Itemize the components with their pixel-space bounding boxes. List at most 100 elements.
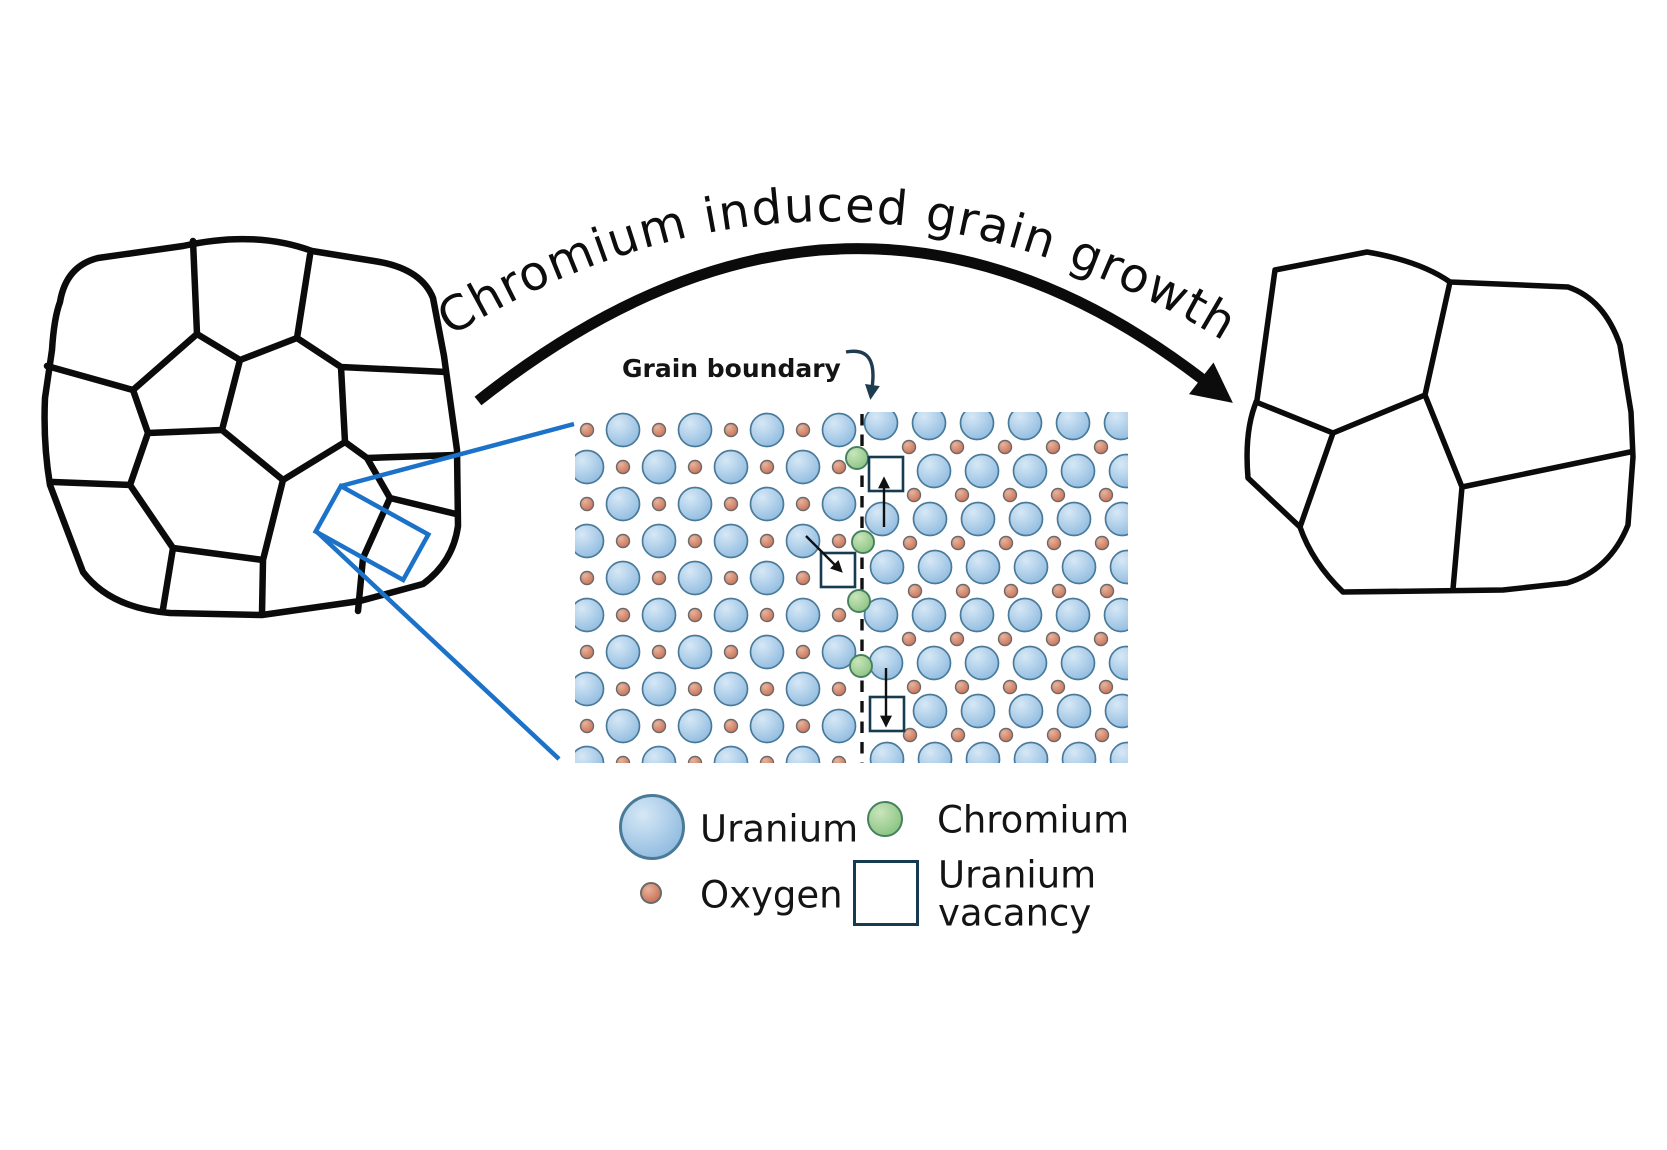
uranium-atom [749, 708, 785, 744]
oxygen-atom [759, 459, 775, 475]
uranium-atom [713, 745, 749, 763]
uranium-atom [1012, 645, 1048, 681]
oxygen-atom [1094, 535, 1110, 551]
uranium-atom [911, 412, 947, 441]
oxygen-atom [902, 535, 918, 551]
oxygen-atom [723, 644, 739, 660]
oxygen-atom [901, 439, 917, 455]
uranium-atom [575, 449, 605, 485]
oxygen-atom [1098, 487, 1114, 503]
uranium-atom [641, 523, 677, 559]
chromium-atom [849, 654, 873, 678]
oxygen-atom [579, 570, 595, 586]
uranium-atom [959, 412, 995, 441]
oxygen-atom [615, 533, 631, 549]
oxygen-legend-label: Oxygen [700, 873, 843, 917]
uranium-atom [535, 488, 568, 521]
uranium-atom [677, 708, 713, 744]
uranium-atom [1103, 412, 1128, 441]
uranium-atom [605, 412, 641, 448]
uranium-atom [869, 741, 905, 763]
small-grain-outline [41, 235, 462, 619]
uranium-atom [821, 708, 857, 744]
oxygen-atom [949, 439, 965, 455]
oxygen-atom [950, 727, 966, 743]
uranium-atom [535, 636, 568, 669]
uranium-atom [677, 486, 713, 522]
oxygen-atom [907, 583, 923, 599]
uranium-atom [1056, 693, 1092, 729]
uranium-atom [965, 549, 1001, 585]
oxygen-atom [545, 535, 558, 548]
uranium-atom [1055, 597, 1091, 633]
oxygen-atom [1046, 727, 1062, 743]
chromium-atoms [845, 446, 875, 678]
uranium-atom [749, 634, 785, 670]
uranium-atom [1061, 549, 1097, 585]
uranium-atom [864, 501, 900, 537]
uranium-atom [575, 597, 605, 633]
oxygen-atom [997, 631, 1013, 647]
chromium-atom [851, 530, 875, 554]
uranium-atom [1007, 597, 1043, 633]
uranium-atom [1055, 412, 1091, 441]
uranium-legend-swatch [619, 794, 685, 860]
uranium-atom [575, 671, 605, 707]
oxygen-atom [901, 631, 917, 647]
oxygen-legend-swatch [640, 882, 662, 904]
oxygen-atom [723, 496, 739, 512]
zoom-callout-lines [315, 421, 575, 761]
uranium-atom [821, 486, 857, 522]
uranium-atom [785, 671, 821, 707]
uranium-vacancy-legend-label: Uranium vacancy [938, 853, 1097, 934]
uranium-atom [1008, 693, 1044, 729]
oxygen-atom [759, 755, 775, 763]
oxygen-atom [1045, 631, 1061, 647]
oxygen-atom [1093, 439, 1109, 455]
uranium-atom [713, 597, 749, 633]
uranium-atom [1104, 693, 1128, 729]
uranium-atom [912, 693, 948, 729]
oxygen-atom [795, 644, 811, 660]
uranium-atom [821, 634, 857, 670]
oxygen-atom [795, 570, 811, 586]
oxygen-atom [687, 607, 703, 623]
large-grain-outline [1244, 249, 1636, 595]
uranium-atom [912, 501, 948, 537]
oxygen-atom [1050, 487, 1066, 503]
chromium-atom [845, 446, 869, 470]
uranium-atom [1109, 741, 1128, 763]
uranium-atom [677, 560, 713, 596]
oxygen-atom [545, 683, 558, 696]
chromium-atom [847, 589, 871, 613]
uranium-atom [677, 412, 713, 448]
uranium-atom [964, 453, 1000, 489]
oxygen-atom [615, 681, 631, 697]
uranium-atom [1013, 741, 1049, 763]
oxygen-atom [615, 607, 631, 623]
oxygen-atom [651, 422, 667, 438]
uranium-atom [965, 741, 1001, 763]
uranium-atom [605, 486, 641, 522]
zoom-callout-rect [312, 482, 432, 584]
lattice-inset: Grain boundary [535, 349, 1128, 763]
oxygen-atom [831, 459, 847, 475]
large-grain-boundaries [1253, 279, 1633, 592]
oxygen-atom [1050, 679, 1066, 695]
large-grain-structure [1244, 249, 1636, 595]
uranium-atom [821, 412, 857, 448]
oxygen-atom [545, 461, 558, 474]
oxygen-atom [831, 533, 847, 549]
uranium-atom [1008, 501, 1044, 537]
uranium-atom [713, 523, 749, 559]
oxygen-atom [1002, 487, 1018, 503]
uranium-atom [575, 523, 605, 559]
oxygen-atom [1045, 439, 1061, 455]
oxygen-atom [998, 727, 1014, 743]
vacancy-square [867, 455, 905, 493]
oxygen-atom [998, 535, 1014, 551]
uranium-atom [785, 597, 821, 633]
growth-arrow [474, 243, 1233, 406]
oxygen-atom [1002, 679, 1018, 695]
uranium-atom [677, 634, 713, 670]
